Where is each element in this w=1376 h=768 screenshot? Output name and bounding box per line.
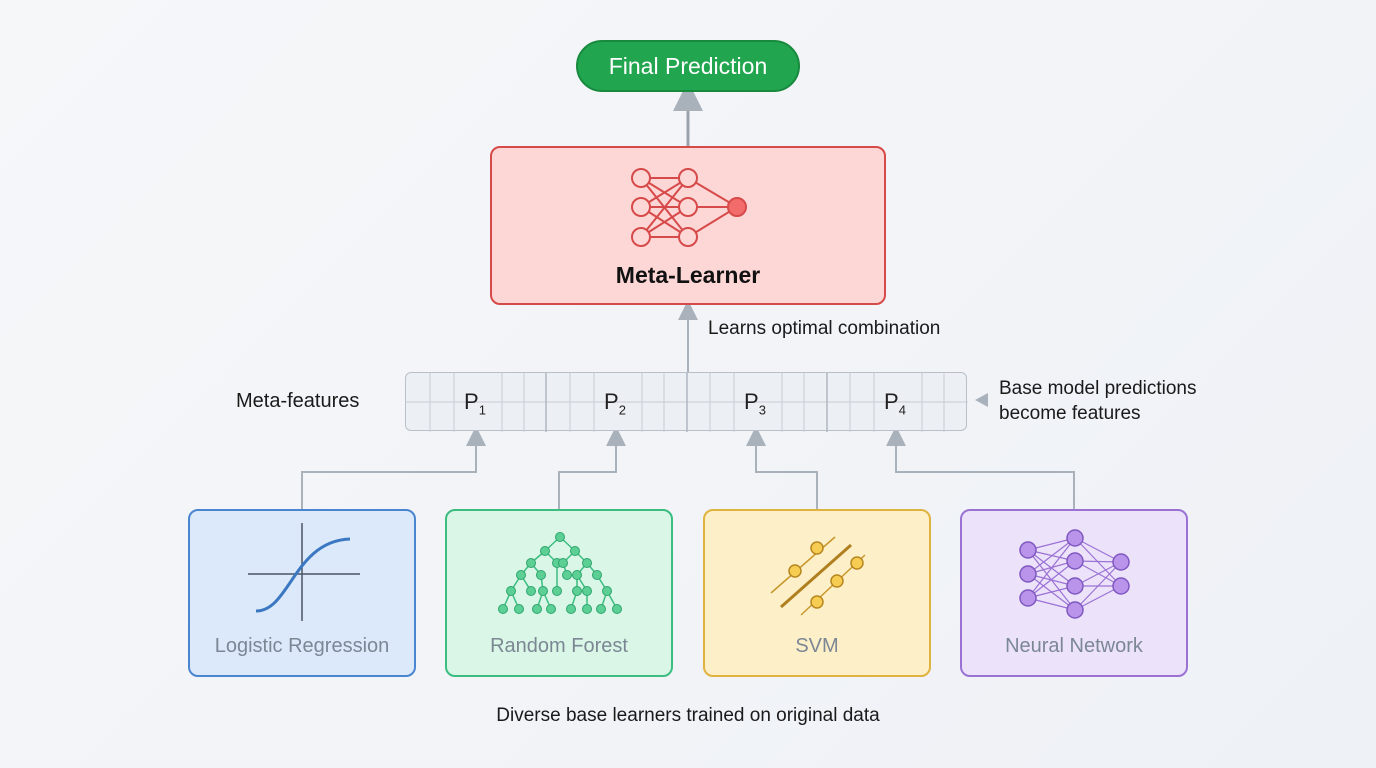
meta-learner-box <box>490 146 886 305</box>
note-pointer-arrow <box>975 393 988 407</box>
base-note-line1: Base model predictions <box>999 378 1197 399</box>
prediction-p2: P2 <box>604 389 626 417</box>
prediction-p2-sub: 2 <box>618 402 626 418</box>
arrow-svm-to-p3 <box>746 426 818 509</box>
final-prediction-label: Final Prediction <box>608 52 768 79</box>
strip-grid <box>406 373 968 432</box>
prediction-p4-sub: 4 <box>898 402 906 418</box>
learns-caption: Learns optimal combination <box>708 318 941 339</box>
base-learner-neural-network: Neural Network <box>960 509 1188 677</box>
prediction-p3-sub: 3 <box>758 402 766 418</box>
prediction-p3: P3 <box>744 389 766 417</box>
meta-feature-strip: P1 P2 P3 P4 <box>405 372 968 432</box>
decision-tree-icon <box>498 532 622 614</box>
arrow-rf-to-p2 <box>558 426 626 509</box>
random-forest-label: Random Forest <box>490 635 628 657</box>
prediction-p4-base: P <box>884 389 899 414</box>
footer-caption: Diverse base learners trained on origina… <box>496 705 880 726</box>
prediction-p1: P1 <box>464 389 486 417</box>
svm-label: SVM <box>795 635 839 657</box>
meta-features-label: Meta-features <box>236 390 360 412</box>
prediction-p1-sub: 1 <box>478 402 486 418</box>
logistic-regression-label: Logistic Regression <box>214 635 390 657</box>
arrow-lr-to-p1 <box>301 426 486 509</box>
sigmoid-curve-icon <box>248 523 360 621</box>
meta-learner-title: Meta-Learner <box>615 262 761 288</box>
base-learner-svm: SVM <box>703 509 931 677</box>
prediction-p2-base: P <box>604 389 619 414</box>
prediction-p4: P4 <box>884 389 906 417</box>
svm-hyperplane-icon <box>770 536 866 616</box>
neural-network-label: Neural Network <box>1005 635 1143 657</box>
prediction-p1-base: P <box>464 389 479 414</box>
final-prediction-node: Final Prediction <box>576 40 800 92</box>
neural-network-icon <box>1019 529 1130 619</box>
base-note-line2: become features <box>999 403 1141 424</box>
base-learner-logistic-regression: Logistic Regression <box>188 509 416 677</box>
base-learner-random-forest: Random Forest <box>445 509 673 677</box>
meta-network-icon <box>631 168 747 247</box>
prediction-p3-base: P <box>744 389 759 414</box>
arrow-nn-to-p4 <box>886 426 1075 509</box>
